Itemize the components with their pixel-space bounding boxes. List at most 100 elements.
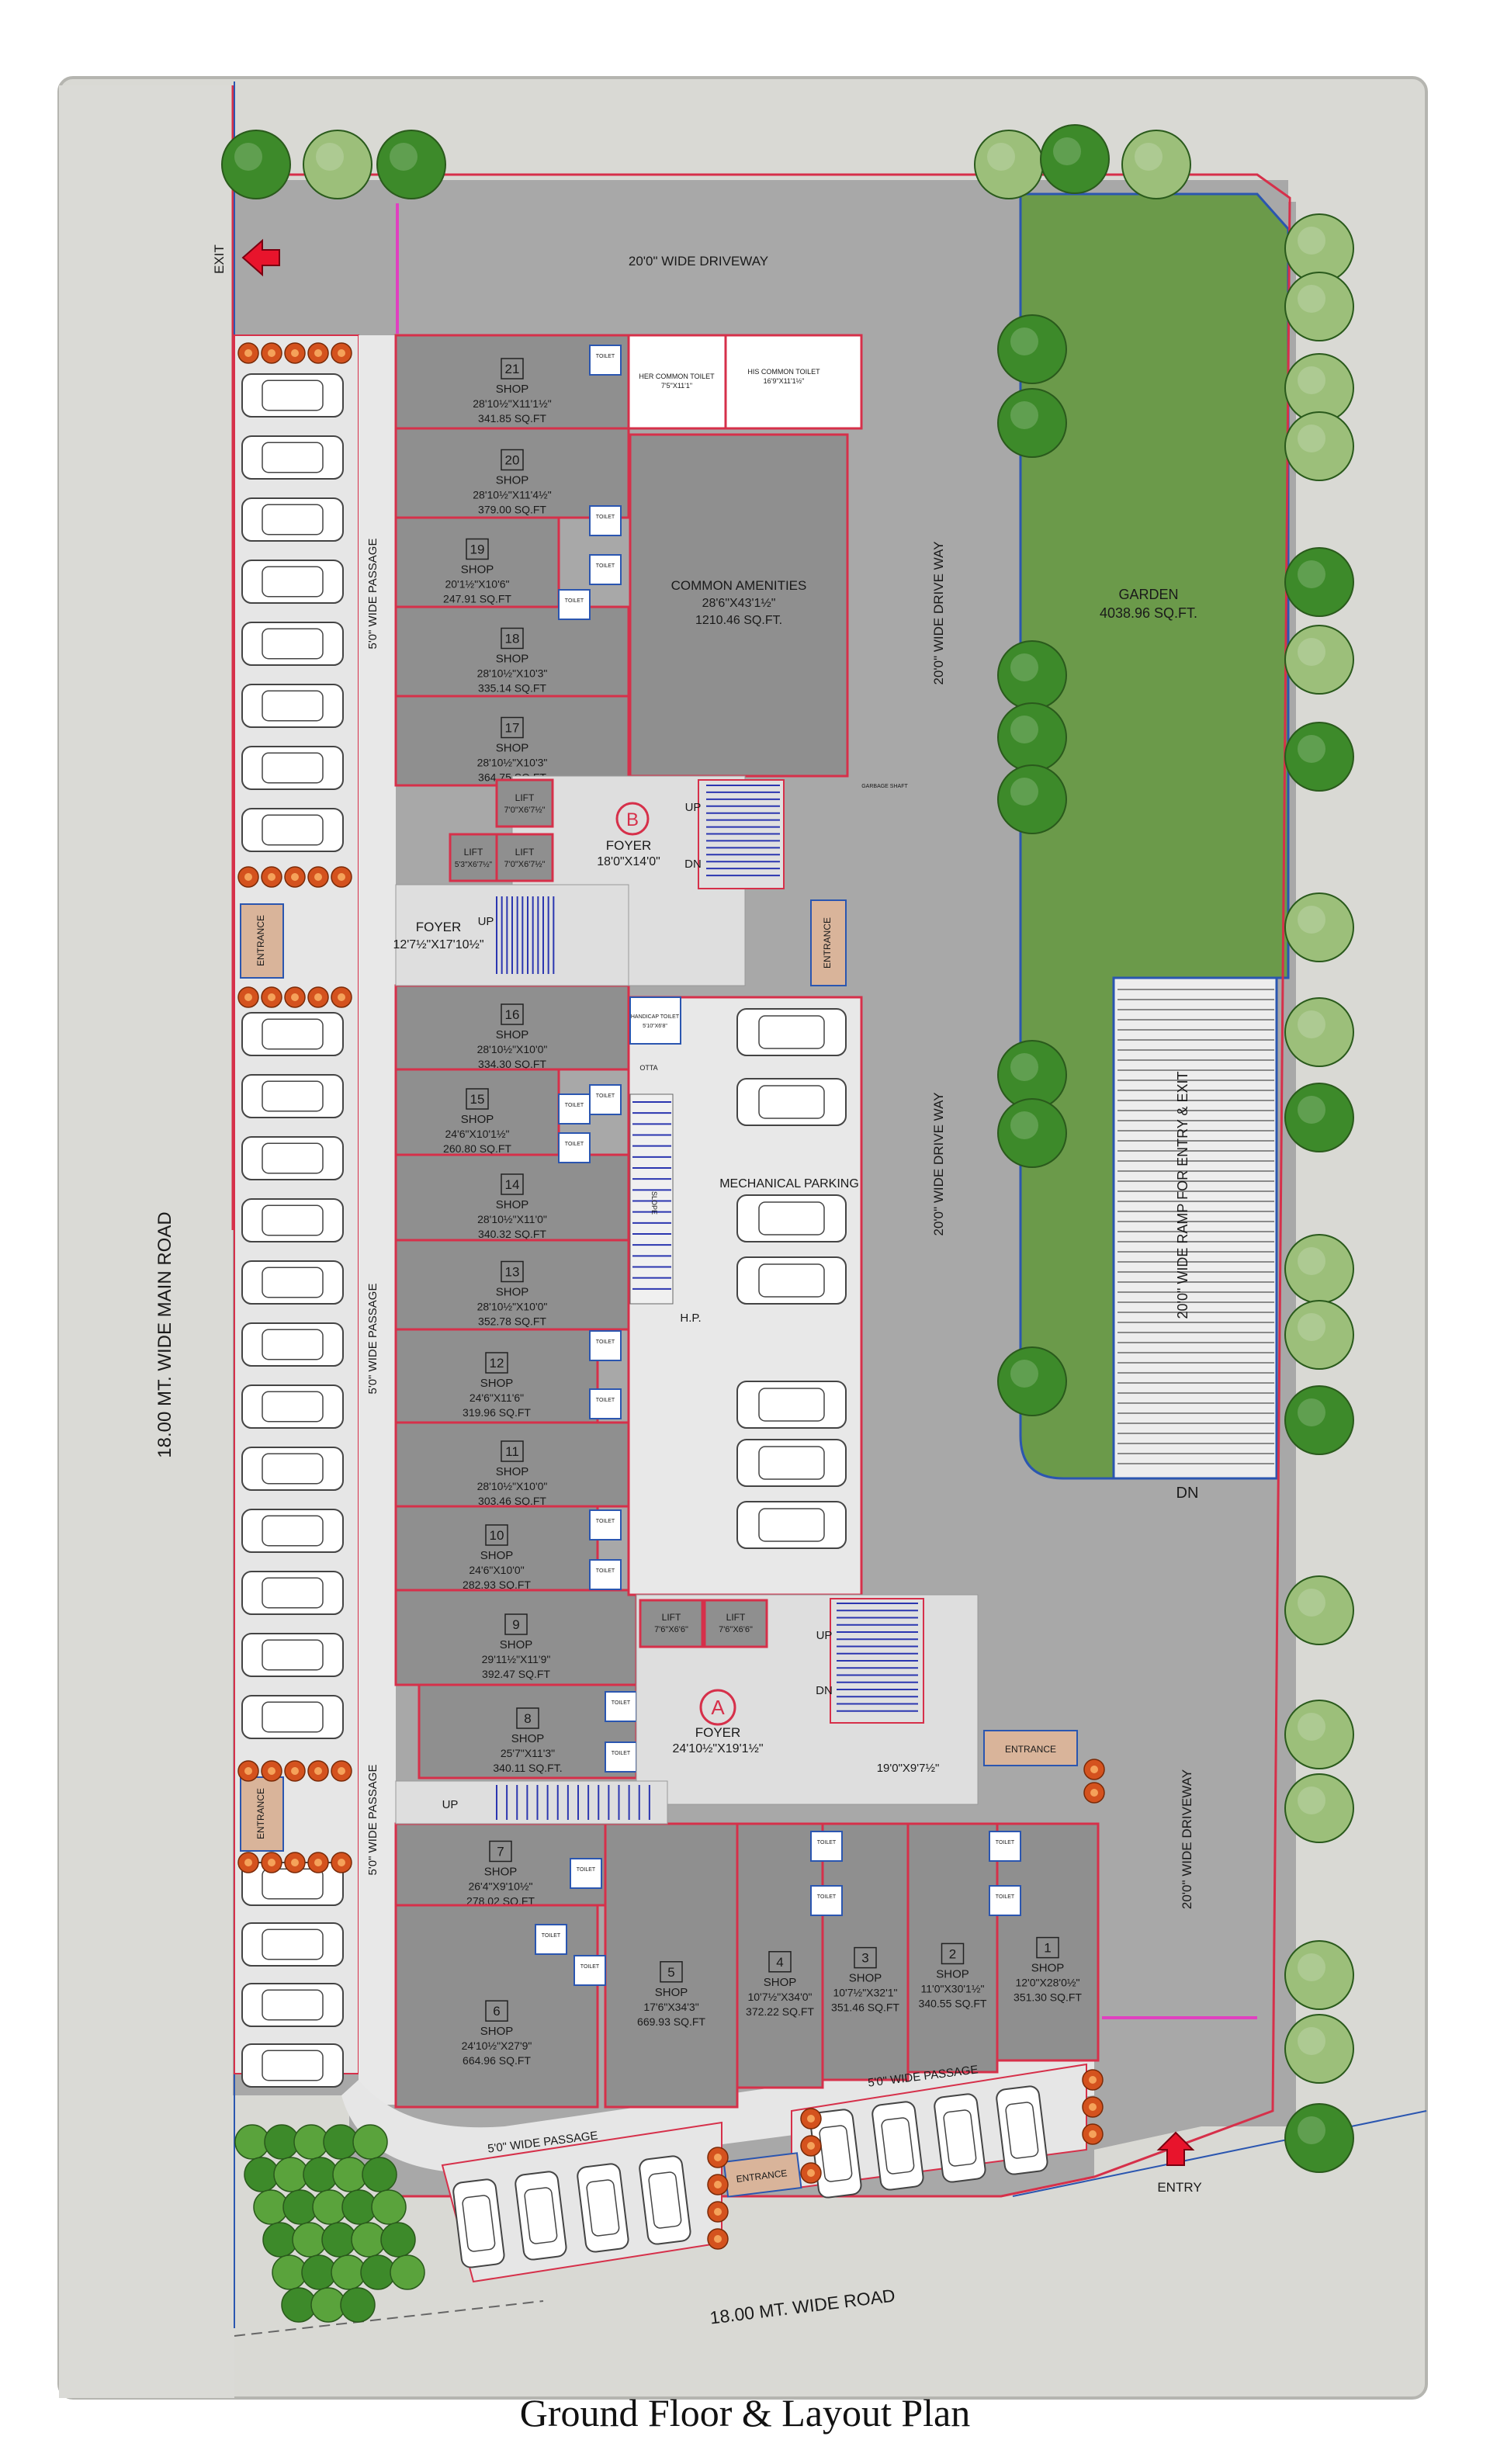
- tree-icon: [997, 1346, 1067, 1416]
- flower-shrub-icon: [307, 866, 329, 888]
- toilet-label: TOILET: [596, 1568, 615, 1574]
- shop-number-box: [1036, 1936, 1059, 1959]
- flower-shrub-icon: [307, 986, 329, 1008]
- toilet-cubicle: TOILET: [558, 1132, 591, 1163]
- flower-shrub-icon: [284, 342, 306, 364]
- flower-shrub-icon: [1083, 1782, 1105, 1804]
- shop-dims: 24'6"X10'1½": [445, 1128, 509, 1140]
- mechanical-parked-car: [736, 1501, 847, 1549]
- flower-shrub-icon: [237, 986, 259, 1008]
- shop-dims: 24'6"X10'0": [469, 1564, 524, 1576]
- entrance-left-2-label: ENTRANCE: [255, 1788, 266, 1839]
- stair-bottom-left-steps: [496, 1785, 650, 1820]
- bush-icon: [390, 2254, 425, 2290]
- tree-icon: [997, 1098, 1067, 1168]
- flower-shrub-icon: [261, 342, 282, 364]
- mechanical-parked-car: [736, 1008, 847, 1056]
- tree-icon: [1284, 353, 1354, 423]
- shop-number: 16: [505, 1007, 520, 1022]
- shop-dims: 28'10½"X11'0": [477, 1213, 547, 1225]
- toilet-label: TOILET: [596, 354, 615, 359]
- shop-number-box: [501, 627, 524, 650]
- left-parked-car: [241, 1322, 344, 1367]
- her-toilet-dims: 7'5"X11'1": [661, 382, 692, 390]
- toilet-cubicle: TOILET: [605, 1691, 637, 1722]
- flower-shrub-icon: [237, 1760, 259, 1782]
- tree-icon: [1284, 411, 1354, 481]
- ramp-label: 20'0" WIDE RAMP FOR ENTRY & EXIT: [1175, 1072, 1190, 1319]
- garden-name: GARDEN: [1118, 587, 1178, 602]
- mechanical-parking-label: MECHANICAL PARKING: [719, 1177, 859, 1190]
- entrance-a-label: ENTRANCE: [1005, 1744, 1056, 1755]
- shop-dims: 20'1½"X10'6": [445, 578, 509, 591]
- lift-4: [639, 1599, 704, 1648]
- left-parked-car: [241, 808, 344, 852]
- shop-dims: 28'10½"X10'0": [477, 1301, 548, 1313]
- flower-shrub-icon: [237, 1852, 259, 1873]
- tree-icon: [1284, 2103, 1354, 2173]
- toilet-label: TOILET: [996, 1840, 1015, 1845]
- shop-number: 1: [1044, 1941, 1051, 1956]
- shop-label: SHOP: [480, 1377, 514, 1390]
- ramp-dn-label: DN: [1176, 1485, 1199, 1502]
- toilet-label: TOILET: [596, 1339, 615, 1345]
- tree-icon: [376, 130, 446, 199]
- left-parked-car: [241, 1260, 344, 1305]
- foyer-b-dims: 18'0"X14'0": [597, 855, 660, 868]
- shop-area: 247.91 SQ.FT: [443, 593, 511, 605]
- shop-number: 5: [667, 1965, 674, 1980]
- stair-bottom-left: [395, 1780, 668, 1825]
- mechanical-parked-car: [736, 1439, 847, 1487]
- lift-3: [495, 833, 554, 882]
- shop-label: SHOP: [496, 383, 529, 396]
- top-driveway-label: 20'0" WIDE DRIVEWAY: [629, 254, 768, 269]
- flowers-layer: [237, 342, 1105, 2250]
- shop-number-box: [485, 2000, 508, 2022]
- tree-icon: [1284, 1700, 1354, 1769]
- shop-label: SHOP: [496, 1286, 529, 1299]
- toilet-cubicle: TOILET: [589, 1509, 622, 1540]
- staircase-a-steps: [837, 1603, 918, 1712]
- foyer-b-marker: [615, 802, 650, 836]
- shop-area: 379.00 SQ.FT: [478, 504, 546, 516]
- flower-shrub-icon: [261, 986, 282, 1008]
- shop-dims: 28'10½"X10'0": [477, 1480, 548, 1492]
- flower-shrub-icon: [1083, 1759, 1105, 1780]
- left-parked-car: [241, 622, 344, 666]
- passage-left-3-label: 5'0" WIDE PASSAGE: [366, 1765, 379, 1876]
- her-toilet-name: HER COMMON TOILET: [639, 373, 715, 380]
- foyer-a-letter: A: [711, 1696, 725, 1719]
- flower-shrub-icon: [707, 2228, 729, 2250]
- shop-area: 282.93 SQ.FT: [463, 1579, 531, 1591]
- mechanical-parked-car: [736, 1078, 847, 1126]
- tree-icon: [997, 314, 1067, 384]
- left-parked-car: [241, 1983, 344, 2027]
- tree-icon: [1284, 892, 1354, 962]
- ramp: [1112, 976, 1278, 1480]
- bottom-parking-cars: [452, 2085, 1048, 2268]
- shop-dims: 28'10½"X11'1½": [473, 397, 551, 410]
- flower-shrub-icon: [707, 2174, 729, 2195]
- foyer-b-name: FOYER: [606, 838, 652, 853]
- shop-label: SHOP: [480, 2025, 514, 2038]
- lift-5-dims: 7'6"X6'6": [719, 1625, 753, 1634]
- shop-dims: 17'6"X34'3": [643, 2001, 698, 2013]
- lift-2-dims: 5'3"X6'7½": [455, 861, 493, 869]
- stair-b-up: UP: [685, 801, 702, 814]
- shop-number: 6: [493, 2004, 500, 2019]
- shop-area: 335.14 SQ.FT: [478, 682, 546, 695]
- left-parked-car: [241, 560, 344, 604]
- shop-label: SHOP: [496, 1198, 529, 1211]
- flower-shrub-icon: [331, 866, 352, 888]
- exit-arrow-icon: [241, 238, 280, 277]
- shop-area: 303.46 SQ.FT: [478, 1495, 546, 1507]
- foyer-a-dims: 24'10½"X19'1½": [672, 1742, 763, 1755]
- mechanical-parked-car: [736, 1381, 847, 1429]
- tree-icon: [303, 130, 372, 199]
- shop-label: SHOP: [500, 1638, 533, 1651]
- left-parked-car: [241, 684, 344, 728]
